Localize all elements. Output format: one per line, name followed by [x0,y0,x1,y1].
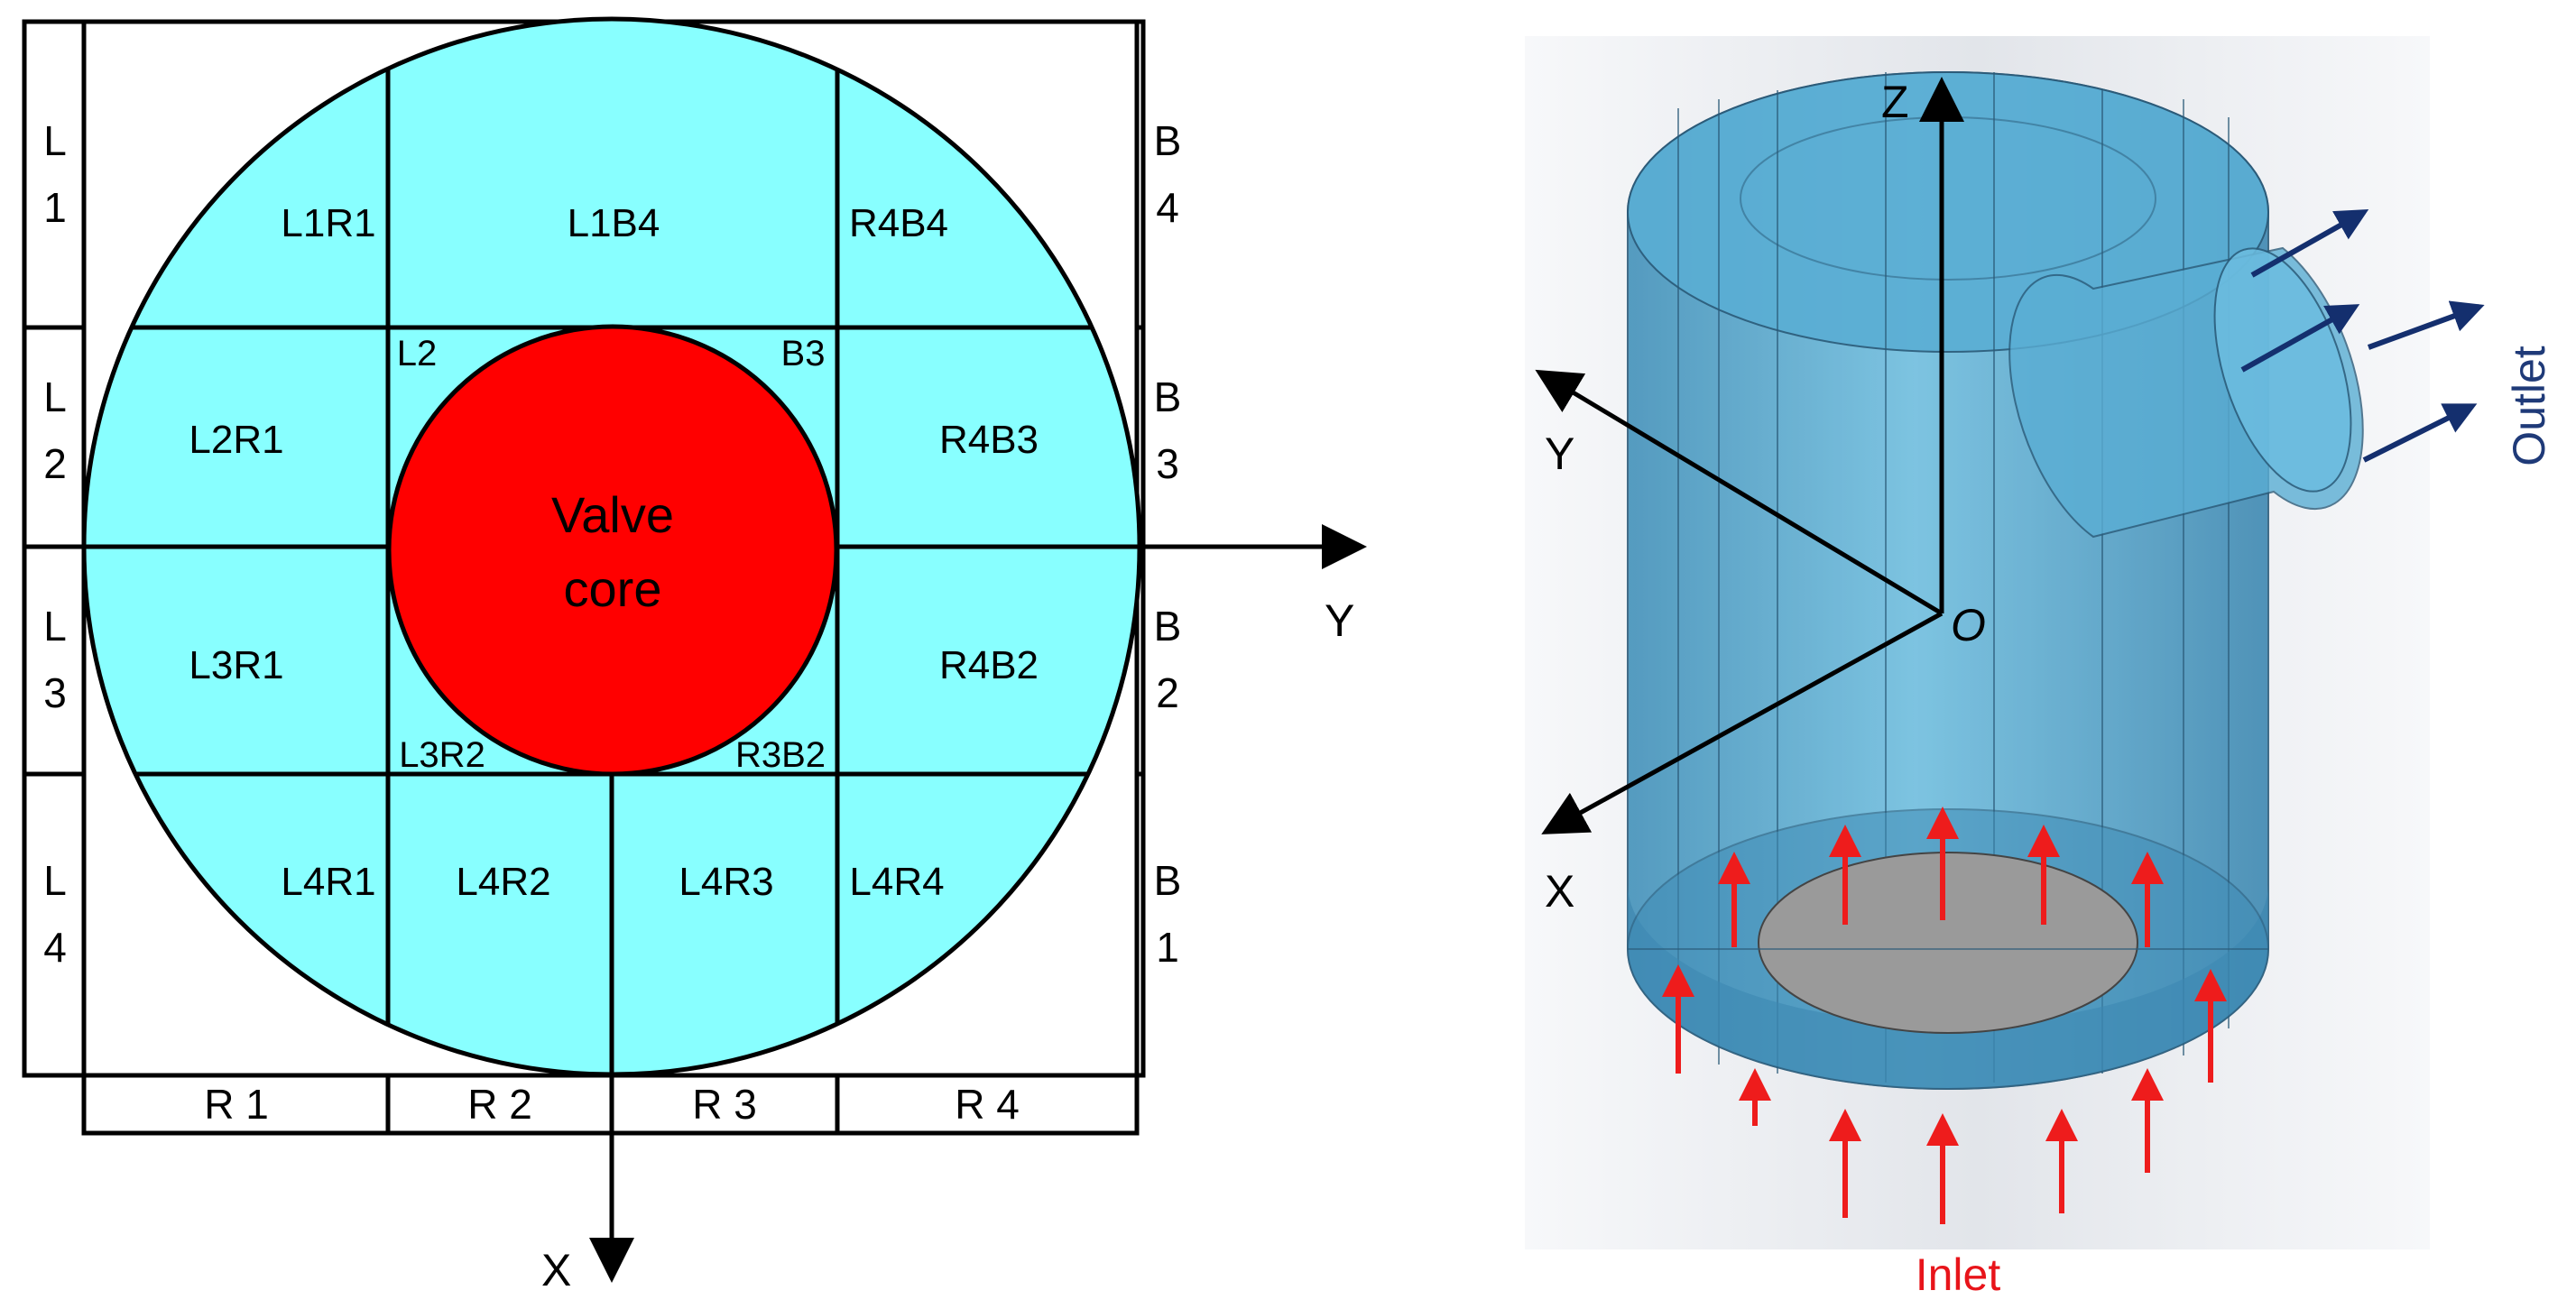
valve-core [386,324,839,777]
svg-text:L4R1: L4R1 [281,860,375,904]
left-x-axis-label: X [541,1245,571,1295]
svg-text:R 2: R 2 [467,1081,532,1128]
right-x-axis [1541,611,1944,834]
svg-text:L4R2: L4R2 [456,860,550,904]
inlet-disk [1758,852,2138,1034]
svg-text:B: B [1154,603,1182,650]
cylinder-top [1627,71,2269,353]
svg-text:B: B [1154,373,1182,420]
svg-text:R 3: R 3 [692,1081,757,1128]
region-labels: L1R1 L1B4 R4B4 L2R1 R4B3 L3R1 R4B2 L4R1 … [189,201,1039,904]
valve-core-label-1: Valve [551,486,674,543]
right-strip-labels: B 4 B 3 B 2 B 1 [1154,117,1182,971]
svg-text:R4B4: R4B4 [849,201,948,245]
inlet-arrows [1662,807,2227,1224]
outlet-face [2213,247,2352,493]
svg-text:R 4: R 4 [955,1081,1020,1128]
svg-text:B: B [1154,857,1182,904]
svg-text:R3B2: R3B2 [735,735,826,775]
bottom-strip-labels: R 1 R 2 R 3 R 4 [204,1081,1020,1128]
svg-text:2: 2 [43,440,67,487]
svg-text:R4B3: R4B3 [939,418,1039,462]
svg-text:B3: B3 [781,334,826,373]
svg-text:4: 4 [43,924,67,971]
right-z-label: Z [1881,77,1909,127]
svg-text:B: B [1154,117,1182,164]
origin-label: O [1951,600,1986,650]
svg-text:L: L [43,857,67,904]
right-y-axis [1535,369,1944,616]
svg-text:L: L [43,373,67,420]
svg-text:1: 1 [43,184,67,231]
left-cross-section: Valve core Y X L 1 L 2 L 3 L 4 B 4 B 3 B… [22,16,1367,1295]
svg-text:3: 3 [1156,440,1179,487]
svg-text:L: L [43,117,67,164]
svg-text:L2R1: L2R1 [189,418,283,462]
svg-text:4: 4 [1156,184,1179,231]
svg-text:L4R3: L4R3 [679,860,773,904]
outlet-arrows [2240,209,2485,463]
svg-text:R4B2: R4B2 [939,643,1039,687]
svg-text:L: L [43,603,67,650]
svg-text:2: 2 [1156,669,1179,716]
valve-core-label-2: core [564,560,662,617]
svg-text:L4R4: L4R4 [849,860,944,904]
svg-text:L3R2: L3R2 [399,735,485,775]
svg-text:L2: L2 [397,334,438,373]
svg-text:1: 1 [1156,924,1179,971]
svg-text:R 1: R 1 [204,1081,269,1128]
inlet-label: Inlet [1916,1249,2001,1300]
svg-text:L1B4: L1B4 [568,201,660,245]
left-y-axis-label: Y [1325,595,1354,646]
svg-text:L3R1: L3R1 [189,643,283,687]
right-x-label: X [1545,866,1574,917]
svg-text:3: 3 [43,669,67,716]
outlet-label: Outlet [2504,346,2554,466]
svg-text:L1R1: L1R1 [281,201,375,245]
right-3d-model: Z Y X O Outlet Inlet [1525,36,2554,1300]
right-y-label: Y [1545,429,1574,479]
left-strip-labels: L 1 L 2 L 3 L 4 [43,117,67,971]
